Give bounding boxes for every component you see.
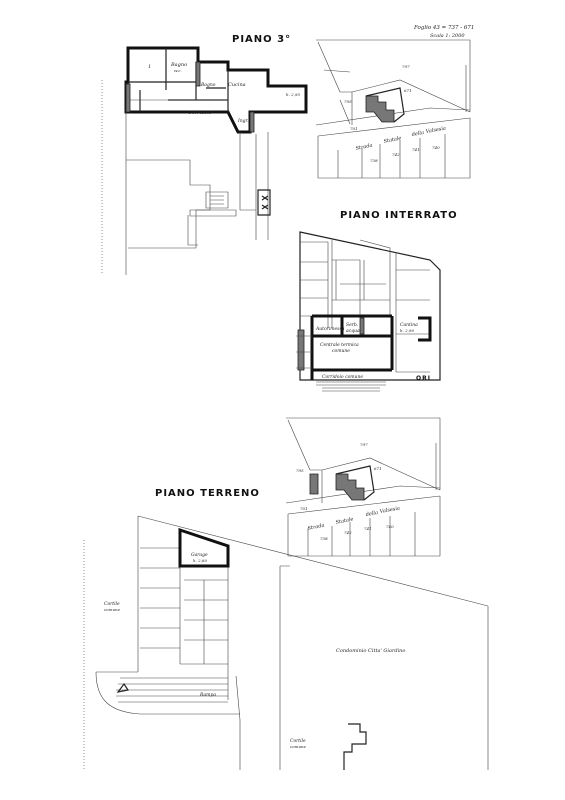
centrale-termica-label: Centrale termica	[320, 342, 359, 348]
corridoio-label: Corridoio	[188, 110, 212, 116]
parcel-795: 795	[344, 99, 352, 104]
cucina-label: Cucina	[228, 82, 246, 88]
piano-interrato-plan: PIANO INTERRATO Autorimessa Serb. acqua …	[296, 210, 458, 392]
street-strada: Strada	[355, 143, 373, 152]
street-della: della	[411, 130, 424, 138]
piano-3-title: PIANO 3°	[232, 34, 291, 45]
piano-3-plan: PIANO 3° 1 Bagno w.c. Bagno Cucina h. 2,…	[101, 34, 308, 275]
street-valsesia: Valsesia	[425, 126, 446, 135]
parcel-701: 701	[350, 126, 358, 131]
garage-height-label: h. 2,60	[193, 558, 207, 563]
room-1-label: 1	[148, 64, 151, 70]
parcel-741-mid: 741	[364, 526, 372, 531]
height-label: h. 2,95	[286, 92, 300, 97]
parcel-742: 742	[392, 152, 400, 157]
cantina-height-label: h. 2,90	[400, 328, 414, 333]
parcel-701-mid: 701	[300, 506, 308, 511]
street-statale-mid: Statale	[335, 516, 354, 526]
cantina-label: Cantina	[400, 322, 418, 328]
parcel-671: 671	[404, 88, 412, 93]
ingresso-label: Ingr.	[237, 118, 249, 124]
cadastral-map-top: Foglio 43 = 737 - 671 Scala 1: 2000 797 …	[315, 25, 474, 179]
parcel-797-mid: 797	[360, 442, 368, 447]
condominio-label: Condominio Citta' Giardino	[336, 648, 405, 654]
street-della-mid: della	[365, 510, 378, 518]
piano-interrato-title: PIANO INTERRATO	[340, 210, 458, 221]
scala-label: Scala 1: 2000	[430, 33, 465, 39]
parcel-738: 738	[370, 158, 378, 163]
acqua-label: acqua	[346, 329, 360, 334]
parcel-795-mid: 795	[296, 468, 304, 473]
foglio-label: Foglio 43 = 737 - 671	[413, 25, 474, 31]
parcel-742-mid: 742	[344, 530, 352, 535]
cadastral-map-middle: 797 795 701 671 738 742 741 740 Strada S…	[285, 417, 441, 557]
comune-1-label: comune	[104, 607, 121, 612]
serb-label: Serb.	[346, 322, 359, 328]
comune-2-label: comune	[290, 744, 307, 749]
corridoio-comune-label: Corridoio comune	[322, 374, 363, 380]
street-strada-mid: Strada	[307, 523, 325, 532]
cortile-1-label: Cortile	[104, 601, 120, 607]
orientation-label: ORI	[416, 375, 431, 382]
parcel-741: 741	[412, 147, 420, 152]
piano-terreno-plan: PIANO TERRENO Garage h. 2,60 Cortile com…	[83, 488, 489, 770]
parcel-738-mid: 738	[320, 536, 328, 541]
bagno2-label: Bagno	[200, 82, 216, 88]
bagno-label: Bagno	[170, 62, 187, 68]
bagno-wc-label: w.c.	[174, 68, 182, 73]
parcel-797: 797	[402, 64, 410, 69]
parcel-740: 740	[432, 145, 440, 150]
street-statale: Statale	[383, 135, 402, 145]
street-valsesia-mid: Valsesia	[379, 506, 400, 515]
parcel-740-mid: 740	[386, 524, 394, 529]
centrale-comune-label: comune	[332, 349, 350, 354]
parcel-671-mid: 671	[374, 466, 382, 471]
cortile-2-label: Cortile	[290, 738, 306, 744]
rampa-label: Rampa	[199, 692, 216, 698]
garage-label: Garage	[191, 552, 208, 558]
piano-terreno-title: PIANO TERRENO	[155, 488, 260, 499]
autorimessa-label: Autorimessa	[315, 326, 345, 332]
